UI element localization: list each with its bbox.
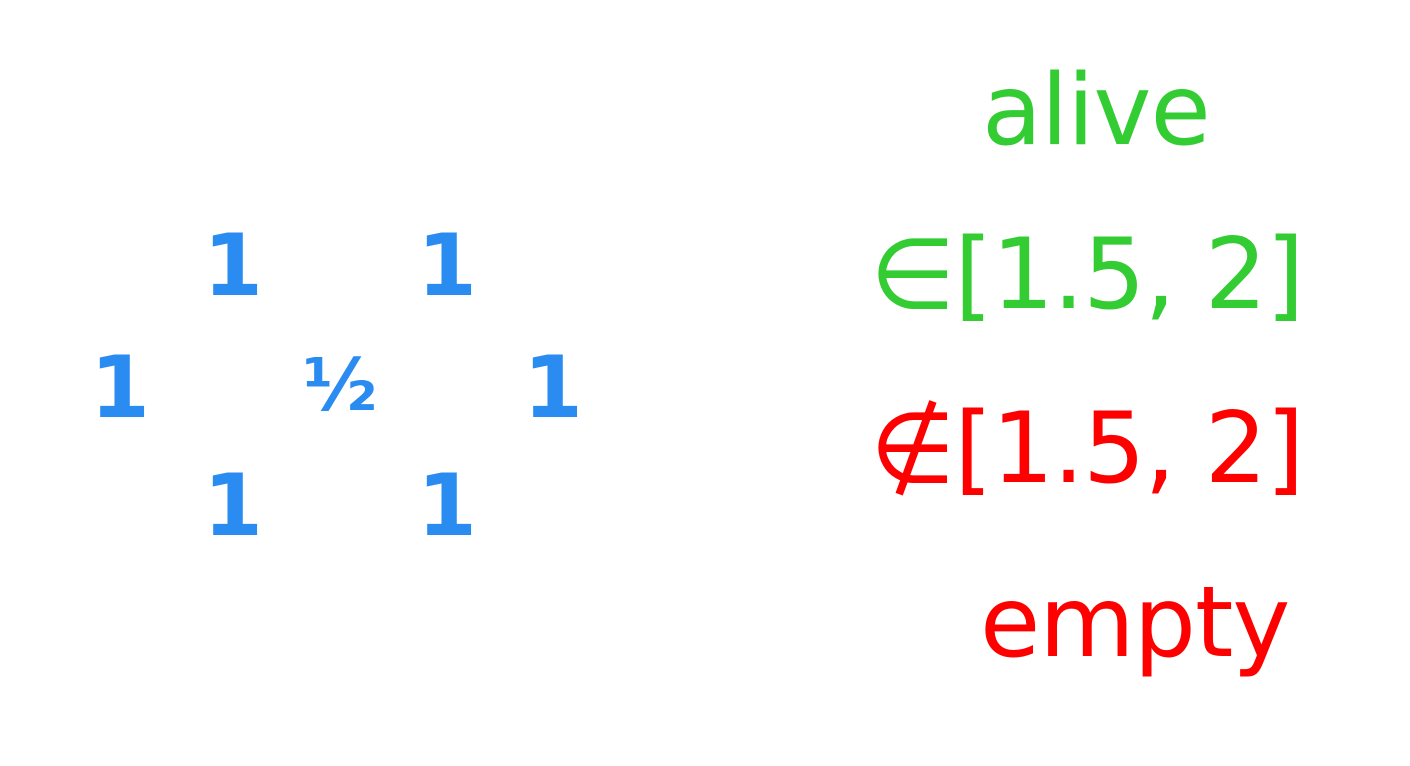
alive-label: alive xyxy=(982,54,1211,168)
rule-legend: alive ∈[1.5, 2] ∉[1.5, 2] empty xyxy=(870,62,1370,722)
neighbor-bottom-left: 1 xyxy=(203,456,263,556)
hex-neighborhood: 1 1 1 ½ 1 1 1 xyxy=(0,0,700,766)
alive-rule: ∈[1.5, 2] xyxy=(870,218,1304,332)
neighbor-right: 1 xyxy=(523,338,583,438)
neighbor-bottom-right: 1 xyxy=(417,456,477,556)
empty-label: empty xyxy=(980,566,1290,680)
neighbor-left: 1 xyxy=(90,338,150,438)
empty-rule: ∉[1.5, 2] xyxy=(870,392,1304,506)
center-cell-value: ½ xyxy=(302,343,378,427)
neighbor-top-left: 1 xyxy=(203,216,263,316)
neighbor-top-right: 1 xyxy=(417,216,477,316)
